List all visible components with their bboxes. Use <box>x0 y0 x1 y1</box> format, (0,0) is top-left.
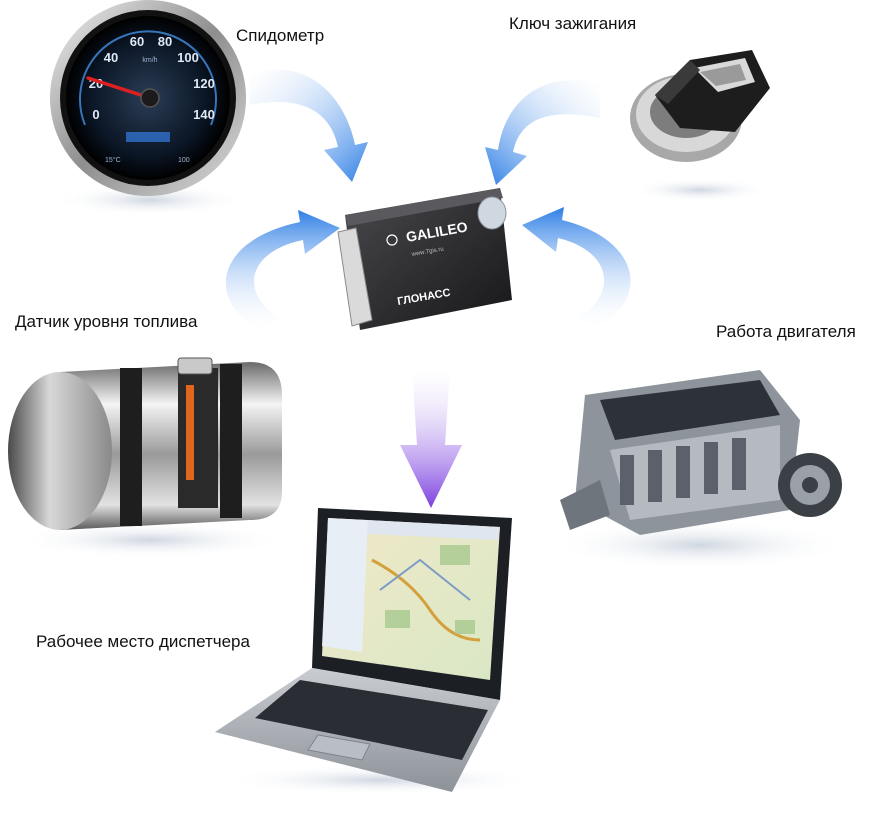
tracker-site: www.7gis.ru <box>410 246 444 258</box>
speed-tick-80: 80 <box>158 34 172 49</box>
speed-needle <box>86 76 152 100</box>
speed-tick-100: 100 <box>177 50 199 65</box>
label-dispatcher: Рабочее место диспетчера <box>36 632 250 651</box>
label-speedometer: Спидометр <box>236 26 325 45</box>
arrow-dispatcher <box>400 370 462 508</box>
arrow-fuel-sensor <box>225 210 340 330</box>
speed-tick-0: 0 <box>92 107 99 122</box>
arrow-engine <box>522 207 631 328</box>
tracker-device: GALILEO www.7gis.ru ГЛОНАСС <box>337 188 512 330</box>
speed-tick-120: 120 <box>193 76 215 91</box>
label-ignition-key: Ключ зажигания <box>509 14 637 33</box>
speed-tick-60: 60 <box>130 34 144 49</box>
fuel-level-sensor <box>186 385 194 480</box>
temp-readout: 15°C <box>105 156 121 164</box>
tracker-logo-icon <box>386 234 398 246</box>
engine <box>550 370 850 570</box>
laptop <box>215 508 540 795</box>
speedometer: 0 20 40 60 80 100 120 140 km/h 15°C 100 <box>50 0 246 216</box>
odometer-readout: 100 <box>178 157 190 164</box>
speed-unit: km/h <box>142 57 157 64</box>
arrow-speedometer <box>250 69 368 182</box>
label-fuel-sensor: Датчик уровня топлива <box>15 312 198 331</box>
keyboard <box>255 680 488 760</box>
speed-tick-140: 140 <box>193 107 215 122</box>
arrows <box>225 69 631 508</box>
ignition-key <box>630 50 770 202</box>
touchpad <box>307 734 371 761</box>
speed-tick-40: 40 <box>104 50 118 65</box>
label-engine: Работа двигателя <box>716 322 856 341</box>
arrow-ignition <box>485 80 600 185</box>
fuel-tank <box>8 357 285 558</box>
